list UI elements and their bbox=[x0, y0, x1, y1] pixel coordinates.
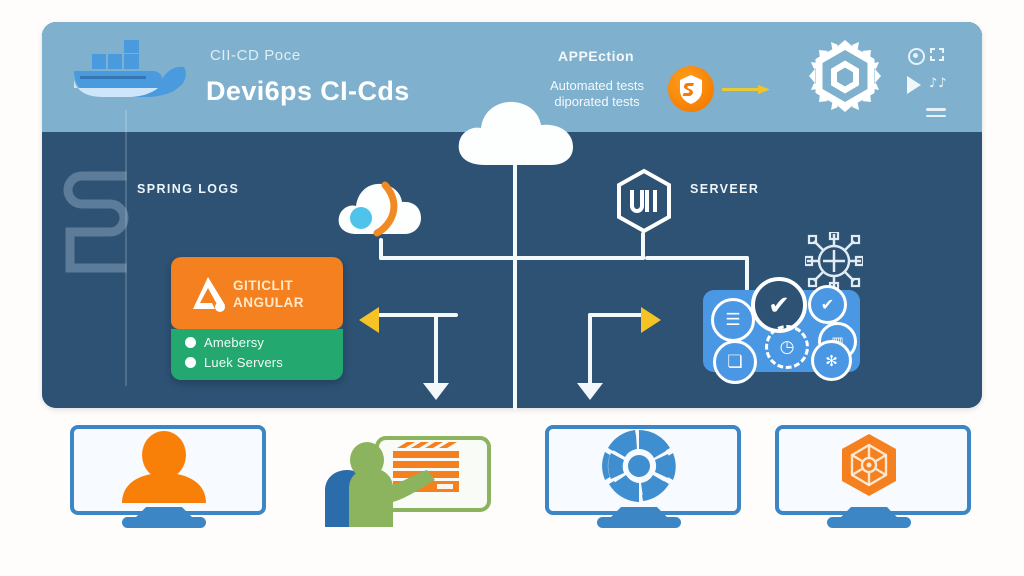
vertical-divider bbox=[125, 110, 127, 386]
card-bullet-1-label: Amebersy bbox=[204, 335, 265, 350]
network-node-icon bbox=[805, 232, 863, 290]
connector-to-cluster bbox=[645, 256, 749, 260]
connector-cluster-stem bbox=[745, 256, 749, 306]
elbow-right-vertical bbox=[588, 313, 592, 385]
bullet-dot-icon bbox=[185, 357, 196, 368]
card-bullet-2-label: Luek Servers bbox=[204, 355, 283, 370]
yellow-right-arrow-icon bbox=[641, 307, 661, 333]
header-right-label: APPEction bbox=[558, 48, 635, 64]
bug-icon[interactable]: ✻ bbox=[811, 340, 852, 381]
list-icon[interactable]: ☰ bbox=[711, 298, 755, 342]
elbow-right-horizontal bbox=[588, 313, 646, 317]
elbow-left-horizontal bbox=[378, 313, 458, 317]
check-circle-small-icon[interactable]: ✔ bbox=[808, 285, 847, 324]
server-label: SERVEER bbox=[690, 182, 760, 196]
docker-whale-icon bbox=[74, 40, 186, 97]
monitor-hexagon-icon[interactable] bbox=[775, 425, 971, 528]
clock-icon[interactable]: ◷ bbox=[765, 325, 809, 369]
monitor-screen bbox=[545, 425, 741, 515]
play-icon[interactable] bbox=[907, 76, 921, 94]
elbow-left-vertical bbox=[434, 313, 438, 385]
angular-logo-icon bbox=[193, 277, 225, 312]
spring-logs-label: SPRING LOGS bbox=[137, 182, 240, 196]
white-down-arrow-right-icon bbox=[577, 383, 603, 400]
monitor-base bbox=[122, 517, 206, 528]
user-avatar-icon bbox=[122, 431, 206, 503]
s-shape-decoration bbox=[63, 171, 129, 273]
connector-hex-down bbox=[641, 232, 645, 260]
card-bottom-section bbox=[171, 329, 343, 380]
monitor-base bbox=[597, 517, 681, 528]
card-title: GITICLIT ANGULAR bbox=[233, 277, 304, 311]
monitor-user-icon[interactable] bbox=[70, 425, 266, 528]
header-yellow-right-arrow-icon bbox=[722, 85, 770, 94]
record-circle-icon[interactable] bbox=[908, 48, 925, 65]
monitor-gear-wheel-icon[interactable] bbox=[545, 425, 741, 528]
gear-wheel-icon bbox=[602, 430, 676, 502]
card-title-line1: GITICLIT bbox=[233, 278, 294, 293]
monitor-base bbox=[827, 517, 911, 528]
orange-shield-s-icon bbox=[668, 66, 714, 112]
card-bullet-1: Amebersy bbox=[185, 335, 264, 350]
check-circle-large-icon[interactable]: ✔ bbox=[751, 277, 807, 333]
white-cloud-icon bbox=[458, 101, 573, 165]
header-right-subtitle: Automated tests diporated tests bbox=[550, 78, 644, 109]
hamburger-menu-icon[interactable] bbox=[926, 108, 946, 117]
presenter-whiteboard-icon[interactable] bbox=[315, 432, 495, 527]
header-eyebrow: CII-CD Poce bbox=[210, 47, 301, 64]
big-cloud-stem bbox=[513, 160, 517, 410]
bullet-dot-icon bbox=[185, 337, 196, 348]
gear-icon bbox=[809, 40, 881, 112]
card-bullet-2: Luek Servers bbox=[185, 355, 283, 370]
copy-icon[interactable]: ❏ bbox=[713, 340, 757, 384]
monitor-screen bbox=[775, 425, 971, 515]
card-title-line2: ANGULAR bbox=[233, 295, 304, 310]
hexagon-w-logo-icon bbox=[617, 168, 671, 234]
music-notes-icon[interactable]: ♪♪ bbox=[929, 76, 948, 91]
kubernetes-hexagon-icon bbox=[842, 434, 896, 496]
white-down-arrow-left-icon bbox=[423, 383, 449, 400]
cloud-with-orange-swoosh-icon bbox=[338, 181, 421, 237]
connector-hex-left bbox=[513, 256, 645, 260]
page-title: Devi6ps CI-Cds bbox=[206, 76, 410, 106]
connector-cloud-right bbox=[379, 256, 515, 260]
monitor-screen bbox=[70, 425, 266, 515]
yellow-left-arrow-icon bbox=[359, 307, 379, 333]
card-top-section bbox=[171, 257, 343, 329]
angular-service-card[interactable]: GITICLIT ANGULAR Amebersy Luek Servers bbox=[171, 257, 343, 380]
expand-icon[interactable] bbox=[930, 48, 944, 61]
connector-cloud-down bbox=[379, 238, 383, 260]
